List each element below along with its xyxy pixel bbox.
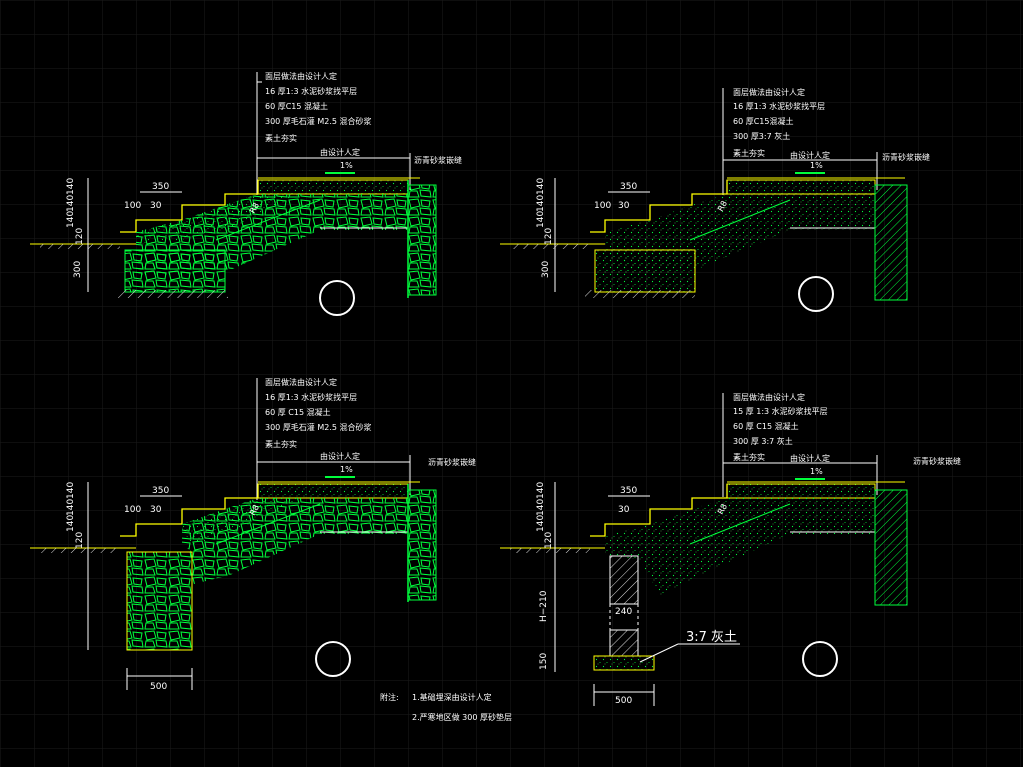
d1-layer-1: 16 厚1:3 水泥砂浆找平层 xyxy=(265,86,357,96)
d2-h140b: 140 xyxy=(536,195,546,212)
d3-layer-0: 面层做法由设计人定 xyxy=(265,377,337,387)
d3-h120: 120 xyxy=(75,532,85,549)
d4-layer-4: 素土夯实 xyxy=(733,452,765,462)
d3-layer-4: 素土夯实 xyxy=(265,439,297,449)
d2-h300: 300 xyxy=(541,261,551,278)
notes-heading: 附注: xyxy=(380,692,399,702)
d3-h140c: 140 xyxy=(66,515,76,532)
d3-layer-2: 60 厚 C15 混凝土 xyxy=(265,407,331,417)
d4-hH: H−210 xyxy=(539,590,549,622)
d1-w30: 30 xyxy=(150,201,162,211)
d2-h140a: 140 xyxy=(536,178,546,195)
d2-w100: 100 xyxy=(594,201,611,211)
d1-joint-label: 沥青砂浆嵌缝 xyxy=(414,155,462,165)
d1-h140b: 140 xyxy=(66,195,76,212)
d4-layer-2: 60 厚 C15 混凝土 xyxy=(733,421,799,431)
d2-layer-4: 素土夯实 xyxy=(733,148,765,158)
d4-joint-label: 沥青砂浆嵌缝 xyxy=(913,456,961,466)
d2-layer-3: 300 厚3:7 灰土 xyxy=(733,131,790,141)
d3-w500: 500 xyxy=(150,682,167,692)
d1-layer-3: 300 厚毛石灌 M2.5 混合砂浆 xyxy=(265,116,372,126)
d2-slope: 1% xyxy=(810,161,823,170)
d3-h140b: 140 xyxy=(66,499,76,516)
detail-4: 面层做法由设计人定 15 厚 1:3 水泥砂浆找平层 60 厚 C15 混凝土 … xyxy=(500,392,961,706)
notes: 附注: 1.基础埋深由设计人定 2.严寒地区做 300 厚砂垫层 xyxy=(380,692,512,722)
d4-h150: 150 xyxy=(539,653,549,670)
d3-layer-1: 16 厚1:3 水泥砂浆找平层 xyxy=(265,392,357,402)
d1-h120: 120 xyxy=(75,228,85,245)
detail-1: 面层做法由设计人定 16 厚1:3 水泥砂浆找平层 60 厚C15 混凝土 30… xyxy=(30,71,462,316)
d1-h140c: 140 xyxy=(66,211,76,228)
d1-layer-0: 面层做法由设计人定 xyxy=(265,71,337,81)
d1-span-label: 由设计人定 xyxy=(320,147,360,157)
d4-slope: 1% xyxy=(810,467,823,476)
d1-w100: 100 xyxy=(124,201,141,211)
d4-w30: 30 xyxy=(618,505,630,515)
d2-detail-marker xyxy=(798,276,834,312)
d2-w350: 350 xyxy=(620,182,637,192)
d4-layer-3: 300 厚 3:7 灰土 xyxy=(733,436,793,446)
d4-h120: 120 xyxy=(544,532,554,549)
d4-detail-marker xyxy=(802,641,838,677)
d1-slope: 1% xyxy=(340,161,353,170)
d3-h140a: 140 xyxy=(66,482,76,499)
d2-h120: 120 xyxy=(544,228,554,245)
d1-layer-4: 素土夯实 xyxy=(265,133,297,143)
d4-h140a: 140 xyxy=(536,482,546,499)
d2-layer-2: 60 厚C15混凝土 xyxy=(733,116,794,126)
notes-item-1: 1.基础埋深由设计人定 xyxy=(412,692,492,702)
d2-w30: 30 xyxy=(618,201,630,211)
d4-layer-0: 面层做法由设计人定 xyxy=(733,392,805,402)
detail-2: 面层做法由设计人定 16 厚1:3 水泥砂浆找平层 60 厚C15混凝土 300… xyxy=(500,87,930,312)
d3-w100: 100 xyxy=(124,505,141,515)
d2-h140c: 140 xyxy=(536,211,546,228)
d3-layer-3: 300 厚毛石灌 M2.5 混合砂浆 xyxy=(265,422,372,432)
d2-span-label: 由设计人定 xyxy=(790,150,830,160)
d3-slope: 1% xyxy=(340,465,353,474)
d2-joint-label: 沥青砂浆嵌缝 xyxy=(882,152,930,162)
d4-layer-1: 15 厚 1:3 水泥砂浆找平层 xyxy=(733,406,828,416)
notes-item-2: 2.严寒地区做 300 厚砂垫层 xyxy=(412,712,512,722)
d4-w240: 240 xyxy=(615,607,632,617)
d1-h140a: 140 xyxy=(66,178,76,195)
d3-detail-marker xyxy=(315,641,351,677)
detail-3: 面层做法由设计人定 16 厚1:3 水泥砂浆找平层 60 厚 C15 混凝土 3… xyxy=(30,377,476,692)
d3-w30: 30 xyxy=(150,505,162,515)
d2-layer-1: 16 厚1:3 水泥砂浆找平层 xyxy=(733,101,825,111)
d1-layer-2: 60 厚C15 混凝土 xyxy=(265,101,328,111)
d1-h300: 300 xyxy=(73,261,83,278)
d4-h140c: 140 xyxy=(536,515,546,532)
d4-h140b: 140 xyxy=(536,499,546,516)
callout-37-lime-soil: 3:7 灰土 xyxy=(686,630,737,645)
d3-span-label: 由设计人定 xyxy=(320,451,360,461)
d1-w350: 350 xyxy=(152,182,169,192)
d2-layer-0: 面层做法由设计人定 xyxy=(733,87,805,97)
d3-joint-label: 沥青砂浆嵌缝 xyxy=(428,457,476,467)
d4-span-label: 由设计人定 xyxy=(790,453,830,463)
d1-detail-marker xyxy=(319,280,355,316)
d4-w350: 350 xyxy=(620,486,637,496)
d4-w500: 500 xyxy=(615,696,632,706)
d3-w350: 350 xyxy=(152,486,169,496)
